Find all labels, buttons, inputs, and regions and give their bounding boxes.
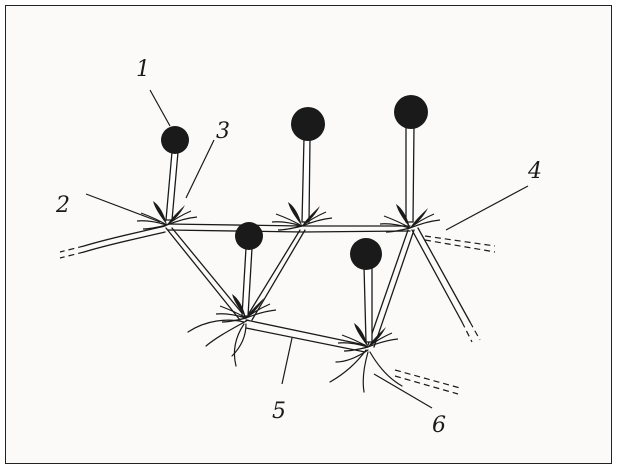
label-6: 6	[432, 413, 446, 438]
label-5: 5	[272, 399, 286, 424]
label-3: 3	[216, 119, 230, 144]
stolon-network	[84, 224, 470, 352]
flower-heads	[161, 95, 428, 270]
label-4: 4	[527, 159, 542, 184]
label-1: 1	[136, 57, 150, 82]
flower-stalks	[166, 126, 414, 342]
label-2: 2	[55, 193, 70, 218]
stolon-continuations	[60, 236, 495, 394]
